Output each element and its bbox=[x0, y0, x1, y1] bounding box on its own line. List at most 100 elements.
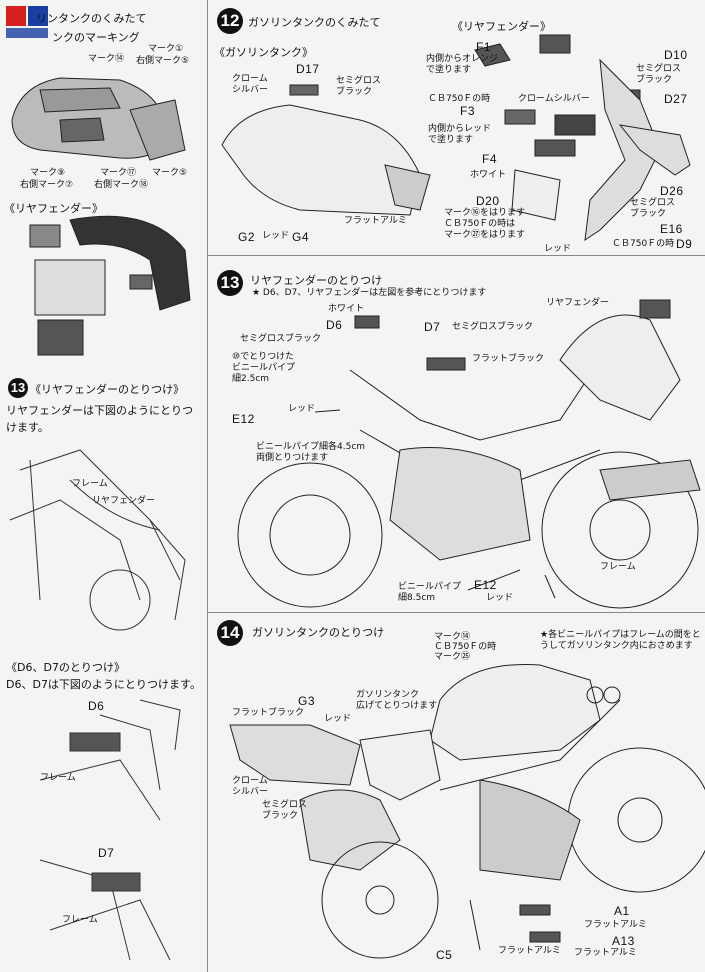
part-e16: E16 bbox=[660, 222, 683, 236]
part-d6: D6 bbox=[326, 318, 343, 332]
mark-17-label: マーク⑰ bbox=[100, 168, 137, 178]
step-14-mark-25: マーク㉕ bbox=[434, 652, 471, 662]
part-e12: E12 bbox=[232, 412, 255, 426]
f1-note: 内側からオレンジ で塗ります bbox=[426, 54, 499, 75]
step-13-vinyl-pipe: ビニールパイプ 細8.5cm bbox=[398, 582, 462, 603]
step-13-title: リヤフェンダーのとりつけ bbox=[250, 274, 383, 287]
marking-title-2: ンクのマーキング bbox=[52, 31, 140, 44]
part-g2: G2 bbox=[238, 230, 256, 244]
mark-1-label: マーク① bbox=[148, 44, 184, 54]
step-14-semigloss-black: セミグロス ブラック bbox=[262, 800, 308, 821]
step-13-note: ★ D6、D7、リヤフェンダーは左図を参考にとりつけます bbox=[252, 288, 487, 298]
marking-title-1: リンタンクのくみたて bbox=[36, 12, 147, 25]
step-14-mark-14: マーク⑭ bbox=[434, 632, 471, 642]
part-e12-b: E12 bbox=[474, 578, 497, 592]
d20-note: マーク⑯をはります ＣＢ750Ｆの時は マーク㉗をはります bbox=[444, 208, 526, 240]
part-d20: D20 bbox=[476, 194, 500, 208]
part-f1: F1 bbox=[476, 40, 492, 54]
step-12-divider bbox=[207, 255, 705, 256]
step-14-red: レッド bbox=[324, 714, 352, 724]
left-rear-fender-drawing bbox=[9, 449, 186, 631]
left-step-13-text-1: リヤフェンダーは下図のようにとりつ bbox=[6, 404, 194, 417]
part-d9: D9 bbox=[676, 237, 693, 251]
step-13-divider bbox=[207, 612, 705, 613]
step-13-vinyl-note: ⑩でとりつけた ビニールパイプ 細2.5cm bbox=[232, 352, 296, 384]
rear-fender-photo bbox=[29, 215, 191, 356]
mark-9-label: マーク⑨ bbox=[30, 168, 66, 178]
f3-note: 内側からレッド で塗ります bbox=[428, 124, 492, 145]
left-d6-drawing bbox=[39, 699, 181, 821]
step-12-red: レッド bbox=[262, 231, 290, 241]
step-14-tank-note: ガソリンタンク 広げてとりつけます bbox=[356, 690, 438, 711]
part-g4: G4 bbox=[292, 230, 310, 244]
part-a13: A13 bbox=[612, 934, 635, 948]
step-12-chrome-silver-2: クロームシルバー bbox=[518, 94, 590, 104]
left-frame-label-3: フレーム bbox=[62, 915, 98, 925]
site-logo bbox=[6, 6, 48, 40]
step-13-flat-black: フラットブラック bbox=[472, 354, 545, 364]
step-14-flat-black: フラットブラック bbox=[232, 708, 305, 718]
d6-d7-title: 《D6、D7のとりつけ》 bbox=[6, 661, 126, 674]
tank-marking-drawing bbox=[11, 77, 186, 161]
part-a1: A1 bbox=[614, 904, 630, 918]
part-f3: F3 bbox=[460, 104, 476, 118]
step-12-semigloss-black-3: セミグロス ブラック bbox=[630, 198, 676, 219]
step-13-red-2: レッド bbox=[486, 593, 514, 603]
part-d26: D26 bbox=[660, 184, 684, 198]
step-13-frame: フレーム bbox=[600, 562, 636, 572]
d6-d7-text: D6、D7は下図のようにとりつけます。 bbox=[6, 678, 201, 691]
right-mark-18-label: 右側マーク⑱ bbox=[94, 180, 149, 190]
left-d7-label: D7 bbox=[98, 846, 115, 860]
step-12-semigloss-black-2: セミグロス ブラック bbox=[636, 64, 682, 85]
step-12-white: ホワイト bbox=[470, 170, 507, 180]
right-mark-5-label: 右側マーク⑤ bbox=[136, 56, 190, 66]
part-d17: D17 bbox=[296, 62, 320, 76]
step-12-tank-subtitle: 《ガソリンタンク》 bbox=[214, 46, 313, 59]
left-d6-label: D6 bbox=[88, 699, 105, 713]
step-12-red-2: レッド bbox=[544, 244, 572, 254]
part-g3: G3 bbox=[298, 694, 316, 708]
left-step-13-text-2: けます。 bbox=[6, 421, 49, 434]
step-13-white: ホワイト bbox=[328, 304, 365, 314]
step-14-title: ガソリンタンクのとりつけ bbox=[252, 626, 385, 639]
step-12-semigloss-black: セミグロス ブラック bbox=[336, 76, 382, 97]
cb750f-case-label: ＣＢ750Ｆの時 bbox=[428, 94, 491, 104]
mark-5-label: マーク⑤ bbox=[152, 168, 188, 178]
left-d7-drawing bbox=[39, 859, 171, 961]
part-c5: C5 bbox=[436, 948, 453, 962]
step-12-flat-alumi: フラットアルミ bbox=[344, 216, 407, 226]
left-step-13-badge: 13 bbox=[8, 378, 28, 398]
step-14-cb750f: ＣＢ750Ｆの時 bbox=[434, 642, 497, 652]
part-d10: D10 bbox=[664, 48, 688, 62]
step-12-fender-subtitle: 《リヤフェンダー》 bbox=[452, 20, 551, 33]
step-12-badge: 12 bbox=[217, 8, 243, 34]
step-14-flat-alumi-2: フラットアルミ bbox=[498, 946, 561, 956]
right-mark-7-label: 右側マーク⑦ bbox=[20, 180, 74, 190]
left-frame-label-2: フレーム bbox=[40, 773, 76, 783]
left-rear-fender-title: 《リヤフェンダー》 bbox=[4, 202, 103, 215]
step-14-chrome-silver: クローム シルバー bbox=[232, 776, 269, 797]
step-13-semigloss-black: セミグロスブラック bbox=[240, 334, 322, 344]
step-13-rear-fender: リヤフェンダー bbox=[546, 298, 610, 308]
left-step-13-title: 《リヤフェンダーのとりつけ》 bbox=[30, 383, 185, 396]
part-d7: D7 bbox=[424, 320, 441, 334]
step-13-red: レッド bbox=[288, 404, 316, 414]
step-12-chrome-silver: クローム シルバー bbox=[232, 74, 269, 95]
part-f4: F4 bbox=[482, 152, 498, 166]
left-rear-fender-label: リヤフェンダー bbox=[92, 496, 156, 506]
step-13-badge: 13 bbox=[217, 270, 243, 296]
left-frame-label: フレーム bbox=[72, 479, 108, 489]
logo-graphic bbox=[6, 6, 48, 38]
step-14-badge: 14 bbox=[217, 620, 243, 646]
step-13-vinyl-note-2: ビニールパイプ細各4.5cm 両側とりつけます bbox=[256, 442, 366, 463]
mark-14-label: マーク⑭ bbox=[88, 54, 125, 64]
step-14-flat-alumi: フラットアルミ bbox=[584, 920, 647, 930]
step-12-title: ガソリンタンクのくみたて bbox=[248, 16, 381, 29]
step-14-note: ★各ビニールパイプはフレームの間をと うしてガソリンタンク内におさめます bbox=[540, 630, 701, 651]
step-14-flat-alumi-3: フラットアルミ bbox=[574, 948, 637, 958]
step-13-semigloss-black-2: セミグロスブラック bbox=[452, 322, 534, 332]
